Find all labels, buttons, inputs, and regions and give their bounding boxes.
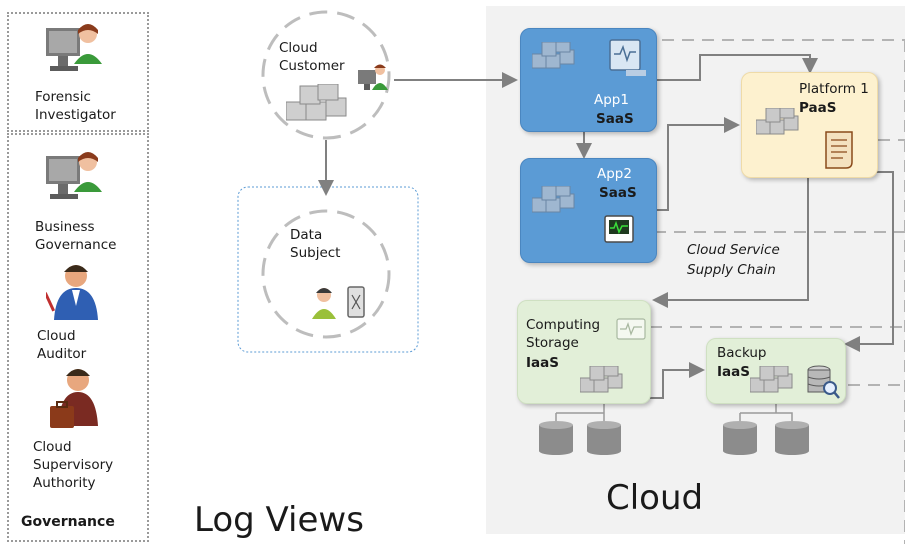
cloud-auditor-icon <box>46 265 98 320</box>
governance-title: Governance <box>21 514 115 530</box>
app2-monitor-log-icon <box>604 215 634 243</box>
backup-type: IaaS <box>717 364 750 380</box>
platform1-scroll-icon <box>825 131 853 169</box>
platform1-servers-icon <box>756 108 799 135</box>
platform1-type: PaaS <box>799 100 837 116</box>
app1-document-icon <box>609 39 646 76</box>
cloud-customer-circle <box>261 10 391 140</box>
forensic-investigator-icon <box>46 24 102 71</box>
app2-name: App2 <box>597 166 632 182</box>
disk-icons <box>539 421 809 455</box>
platform1-name: Platform 1 <box>799 81 869 97</box>
app1-servers-icon <box>532 42 575 69</box>
governance-box-main <box>7 133 149 542</box>
data-subject-person-icon <box>312 286 365 319</box>
app2-servers-icon <box>532 186 575 213</box>
cloud-customer-servers-icon <box>286 84 347 121</box>
governance-box-investigator <box>7 12 149 132</box>
backup-servers-icon <box>750 366 793 393</box>
app1-type: SaaS <box>596 111 634 127</box>
log-views-title: Log Views <box>194 500 364 540</box>
computing-servers-icon <box>580 366 623 393</box>
cloud-customer-person-icon <box>358 64 388 90</box>
backup-name: Backup <box>717 345 767 361</box>
backup-database-search-icon <box>807 365 840 399</box>
cloud-title: Cloud <box>606 478 704 518</box>
data-subject-circle <box>261 209 391 339</box>
app1-name: App1 <box>594 92 629 108</box>
computing-storage-type: IaaS <box>526 355 559 371</box>
cloud-supervisory-authority-icon <box>50 369 98 428</box>
computing-monitor-log-icon <box>616 318 646 340</box>
business-governance-icon <box>46 152 102 199</box>
app2-type: SaaS <box>599 185 637 201</box>
